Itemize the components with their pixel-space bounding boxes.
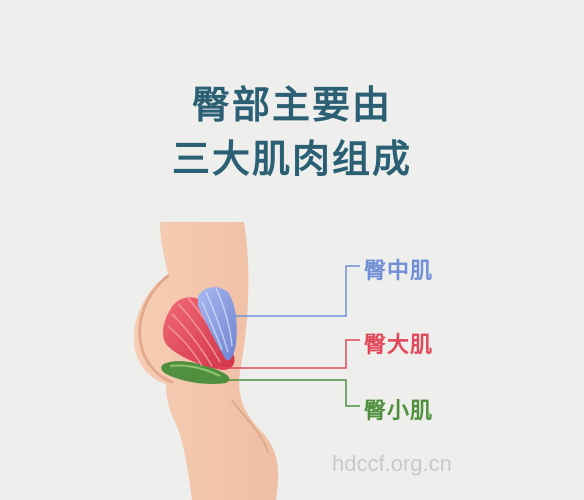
title-line-1: 臀部主要由	[191, 83, 392, 127]
leg-contour	[231, 399, 269, 453]
gluteus-medius-muscle	[198, 287, 237, 361]
gluteus-minimus-muscle	[161, 361, 230, 384]
leader-line-maximus	[218, 339, 360, 369]
gluteus-minimus-highlight	[169, 364, 221, 377]
leader-line-medius	[234, 265, 360, 317]
gluteus-medius-fibers	[201, 287, 233, 353]
watermark: hdccf.org.cn	[332, 451, 452, 476]
label-gluteus-minimus: 臀小肌	[364, 399, 434, 424]
buttock-contour	[138, 274, 174, 384]
gluteus-maximus-muscle	[163, 297, 235, 370]
page-title: 臀部主要由 三大肌肉组成	[0, 78, 584, 186]
label-gluteus-maximus: 臀大肌	[364, 333, 434, 358]
title-line-2: 三大肌肉组成	[171, 137, 412, 181]
leader-line-minimus	[226, 379, 360, 407]
label-gluteus-medius: 臀中肌	[364, 259, 434, 284]
